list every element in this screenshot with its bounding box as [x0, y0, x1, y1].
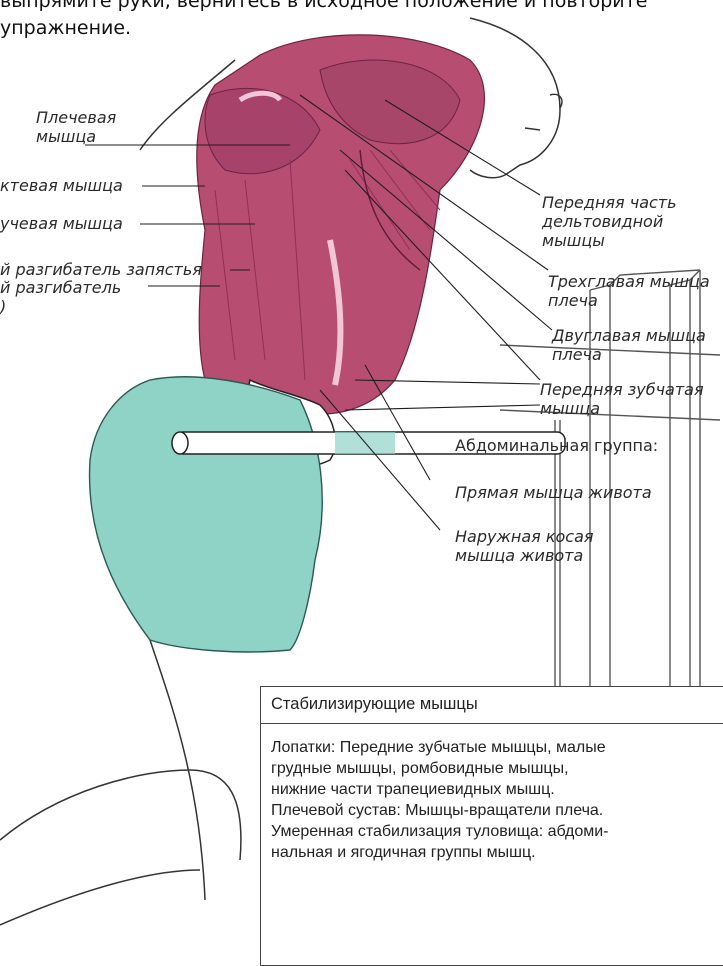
label-triceps: Трехглавая мышца плеча — [548, 272, 710, 310]
stabilizers-divider — [261, 723, 723, 724]
label-brachioradialis: ктевая мышца — [0, 176, 123, 195]
stabilizers-body: Лопатки: Передние зубчатые мышцы, малые … — [271, 737, 721, 863]
label-biceps: Двуглавая мышца плеча — [552, 326, 706, 364]
label-brachialis: Плечевая мышца — [36, 108, 116, 146]
stabilizers-title: Стабилизирующие мышцы — [271, 695, 478, 714]
stabilizers-shoulder: Плечевой сустав: Мышцы-вращатели плеча. — [271, 800, 721, 821]
stabilizers-trunk: Умеренная стабилизация туловища: абдоми-… — [271, 821, 721, 863]
label-abdominal-group: Абдоминальная группа: — [455, 436, 658, 455]
label-radialis: учевая мышца — [0, 214, 123, 233]
label-wrist-extensor-1: й разгибатель запястья — [0, 260, 202, 279]
stabilizers-scapula: Лопатки: Передние зубчатые мышцы, малые … — [271, 737, 721, 800]
shorts — [90, 377, 323, 652]
stabilizers-box: Стабилизирующие мышцы Лопатки: Передние … — [260, 686, 723, 966]
label-rectus-abdominis: Прямая мышца живота — [455, 483, 652, 502]
label-anterior-deltoid: Передняя часть дельтовидной мышцы — [542, 193, 677, 250]
label-external-oblique: Наружная косая мышца живота — [455, 527, 594, 565]
label-wrist-extensor-2: й разгибатель ) — [0, 278, 121, 316]
label-serratus: Передняя зубчатая мышца — [540, 380, 704, 418]
